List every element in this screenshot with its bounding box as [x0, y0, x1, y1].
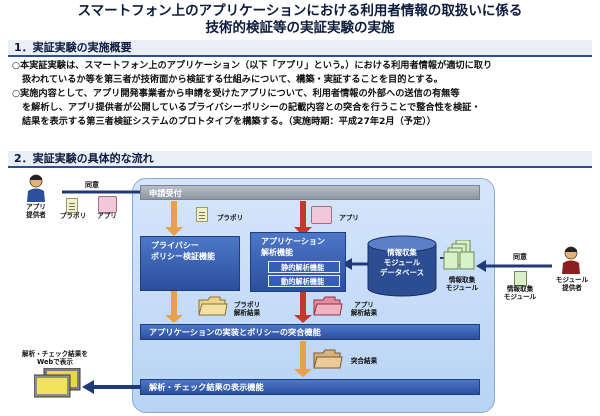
app-icon-left	[98, 196, 117, 213]
arrow-match-to-display	[294, 341, 312, 377]
db-label: 情報収集 モジュール データベース	[380, 248, 424, 277]
module-provider-label: モジュール 提供者	[555, 276, 589, 292]
app-left-label: アプリ	[97, 212, 117, 220]
web-display-label: 解析・チェック結果を Webで表示	[22, 350, 88, 366]
app-mid-label: アプリ	[339, 214, 359, 222]
arrow-provider-to-module	[476, 260, 552, 272]
arrow-intake-to-privacy	[165, 201, 183, 236]
section1-heading: 1．実証実験の実施概要	[8, 40, 592, 57]
module-stack-icon	[442, 239, 482, 274]
page-title-line2: 技術的検証等の実証実験の実施	[205, 20, 395, 36]
privacy-policy-verification-box: プライバシー ポリシー検証機能	[140, 236, 240, 291]
info-collection-db-cylinder	[366, 234, 438, 298]
arrow-db-to-analysis	[342, 258, 368, 270]
privacy-result-label: プラポリ 解析結果	[233, 301, 261, 317]
section2-heading: 2．実証実験の具体的な流れ	[8, 151, 592, 168]
dynamic-analysis-box: 動的解析機能	[268, 275, 340, 287]
section1-body: ○本実証実験は、スマートフォン上のアプリケーション（以下「アプリ」という。）にお…	[12, 59, 597, 129]
arrow-display-to-web	[82, 380, 140, 394]
privacy-policy-mid-doc-icon	[196, 207, 208, 222]
consent-left-label: 同意	[85, 181, 99, 189]
static-analysis-box: 静的解析機能	[268, 261, 340, 273]
privacy-check-line1: プライバシー	[151, 241, 199, 250]
result-display-bar: 解析・チェック結果の表示機能	[140, 379, 480, 395]
app-analysis-line2: 解析機能	[261, 248, 293, 257]
privacy-result-folder-icon	[198, 296, 228, 316]
consent-right-label: 同意	[513, 253, 527, 261]
privacy-check-line2: ポリシー検証機能	[151, 252, 215, 261]
module-provider-person-icon	[560, 246, 582, 274]
module-doc-icon	[514, 271, 527, 286]
app-result-folder-icon	[313, 296, 343, 316]
match-result-folder-icon	[313, 349, 343, 369]
privacy-policy-left-label: プラポリ	[59, 212, 87, 220]
arrow-intake-to-analysis	[294, 201, 312, 236]
privacy-policy-doc-icon	[66, 198, 78, 213]
app-provider-person-icon	[25, 174, 47, 202]
app-mid-icon	[311, 206, 332, 224]
app-provider-label: アプリ 提供者	[26, 203, 46, 219]
page-title-line1: スマートフォン上のアプリケーションにおける利用者情報の取扱いに係る	[77, 3, 523, 19]
app-result-label: アプリ 解析結果	[350, 301, 378, 317]
match-result-label: 突合結果	[350, 357, 378, 365]
application-received-bar: 申請受付	[140, 185, 480, 200]
module-right-label: 情報取集 モジュール	[503, 285, 537, 301]
web-screen-icon	[33, 367, 82, 398]
arrow-privacy-to-match	[165, 291, 183, 323]
para2-line2: を解析し、アプリ提供者が公開しているプライバシーポリシーの記載内容との突合を行う…	[22, 102, 481, 113]
policy-match-bar: アプリケーションの実装とポリシーの突合機能	[140, 324, 480, 340]
module-mid-label: 情報取集 モジュール	[445, 276, 479, 292]
para1-line2: 扱われているか等を第三者が技術面から検証する仕組みについて、構築・実証することを…	[22, 74, 443, 85]
para2-line1: ○実施内容として、アプリ開発事業者から申請を受けたアプリについて、利用者情報の外…	[12, 88, 460, 99]
para1-line1: ○本実証実験は、スマートフォン上のアプリケーション（以下「アプリ」という。）にお…	[12, 60, 493, 71]
para2-line3: 結果を表示する第三者検証システムのプロトタイプを構築する。（実施時期：平成27年…	[22, 116, 436, 127]
app-analysis-line1: アプリケーション	[261, 237, 325, 246]
privacy-policy-mid-label: プラポリ	[216, 214, 244, 222]
arrow-analysis-to-match	[294, 291, 312, 323]
